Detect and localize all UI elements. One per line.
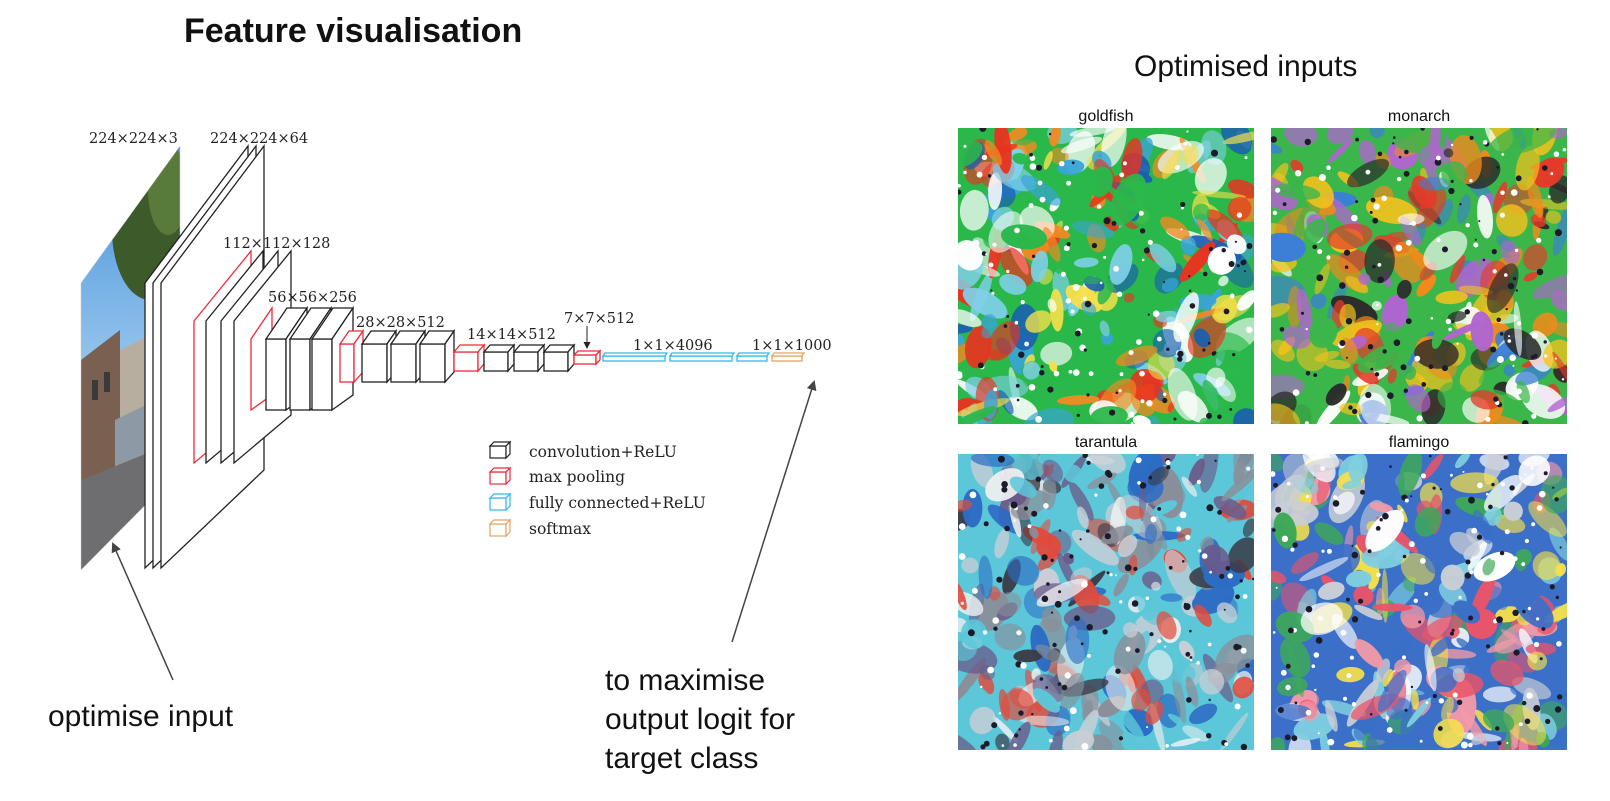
conv3-block xyxy=(250,305,355,412)
caption-monarch: monarch xyxy=(1387,108,1451,125)
maximise-logit-label: to maximise output logit for target clas… xyxy=(605,661,795,778)
optimise-input-label: optimise input xyxy=(48,700,234,733)
conv4-block xyxy=(338,328,456,384)
dim-input-label: 224×224×3 xyxy=(89,131,178,147)
legend-item-fc: fully connected+ReLU xyxy=(488,492,706,512)
input-arrow xyxy=(111,542,174,681)
dim-conv3-label: 56×56×256 xyxy=(268,290,357,306)
legend-item-softmax: softmax xyxy=(488,518,591,538)
legend-fc-label: fully connected+ReLU xyxy=(529,494,706,512)
legend-item-pool: max pooling xyxy=(488,466,625,486)
fc-layers xyxy=(601,352,771,362)
output-arrow xyxy=(731,380,817,643)
optimised-inputs-title: Optimised inputs xyxy=(1134,50,1358,83)
conv5-block xyxy=(452,343,576,373)
vgg-network-diagram: 224×224×3 224×224×64 112×112×128 56×56×2… xyxy=(80,131,832,681)
caption-flamingo: flamingo xyxy=(1388,434,1450,451)
pool5-block xyxy=(572,349,602,366)
dim-pool5-label: 7×7×512 xyxy=(564,311,634,327)
optimised-image-flamingo xyxy=(1271,454,1567,750)
maximise-line-1: to maximise xyxy=(605,664,766,697)
dim-conv4-label: 28×28×512 xyxy=(356,315,445,331)
legend-softmax-label: softmax xyxy=(529,520,591,538)
maximise-line-2: output logit for xyxy=(605,703,796,736)
dim-conv1-label: 224×224×64 xyxy=(210,131,308,147)
optimised-image-monarch xyxy=(1271,128,1567,424)
maximise-line-3: target class xyxy=(605,742,759,775)
caption-goldfish: goldfish xyxy=(1078,108,1134,125)
softmax-layer xyxy=(770,352,806,362)
legend-pool-label: max pooling xyxy=(529,468,625,486)
optimised-image-tarantula xyxy=(958,454,1254,750)
dim-conv5-label: 14×14×512 xyxy=(467,327,556,343)
page-title: Feature visualisation xyxy=(184,12,523,50)
legend-item-conv: convolution+ReLU xyxy=(488,440,677,461)
dim-fc-label: 1×1×4096 xyxy=(633,338,713,354)
caption-tarantula: tarantula xyxy=(1074,434,1138,451)
optimised-image-goldfish xyxy=(958,128,1254,424)
dim-conv2-label: 112×112×128 xyxy=(223,236,330,252)
dim-softmax-label: 1×1×1000 xyxy=(752,338,832,354)
legend: convolution+ReLU max pooling fully conne… xyxy=(488,440,706,538)
legend-conv-label: convolution+ReLU xyxy=(529,443,677,461)
